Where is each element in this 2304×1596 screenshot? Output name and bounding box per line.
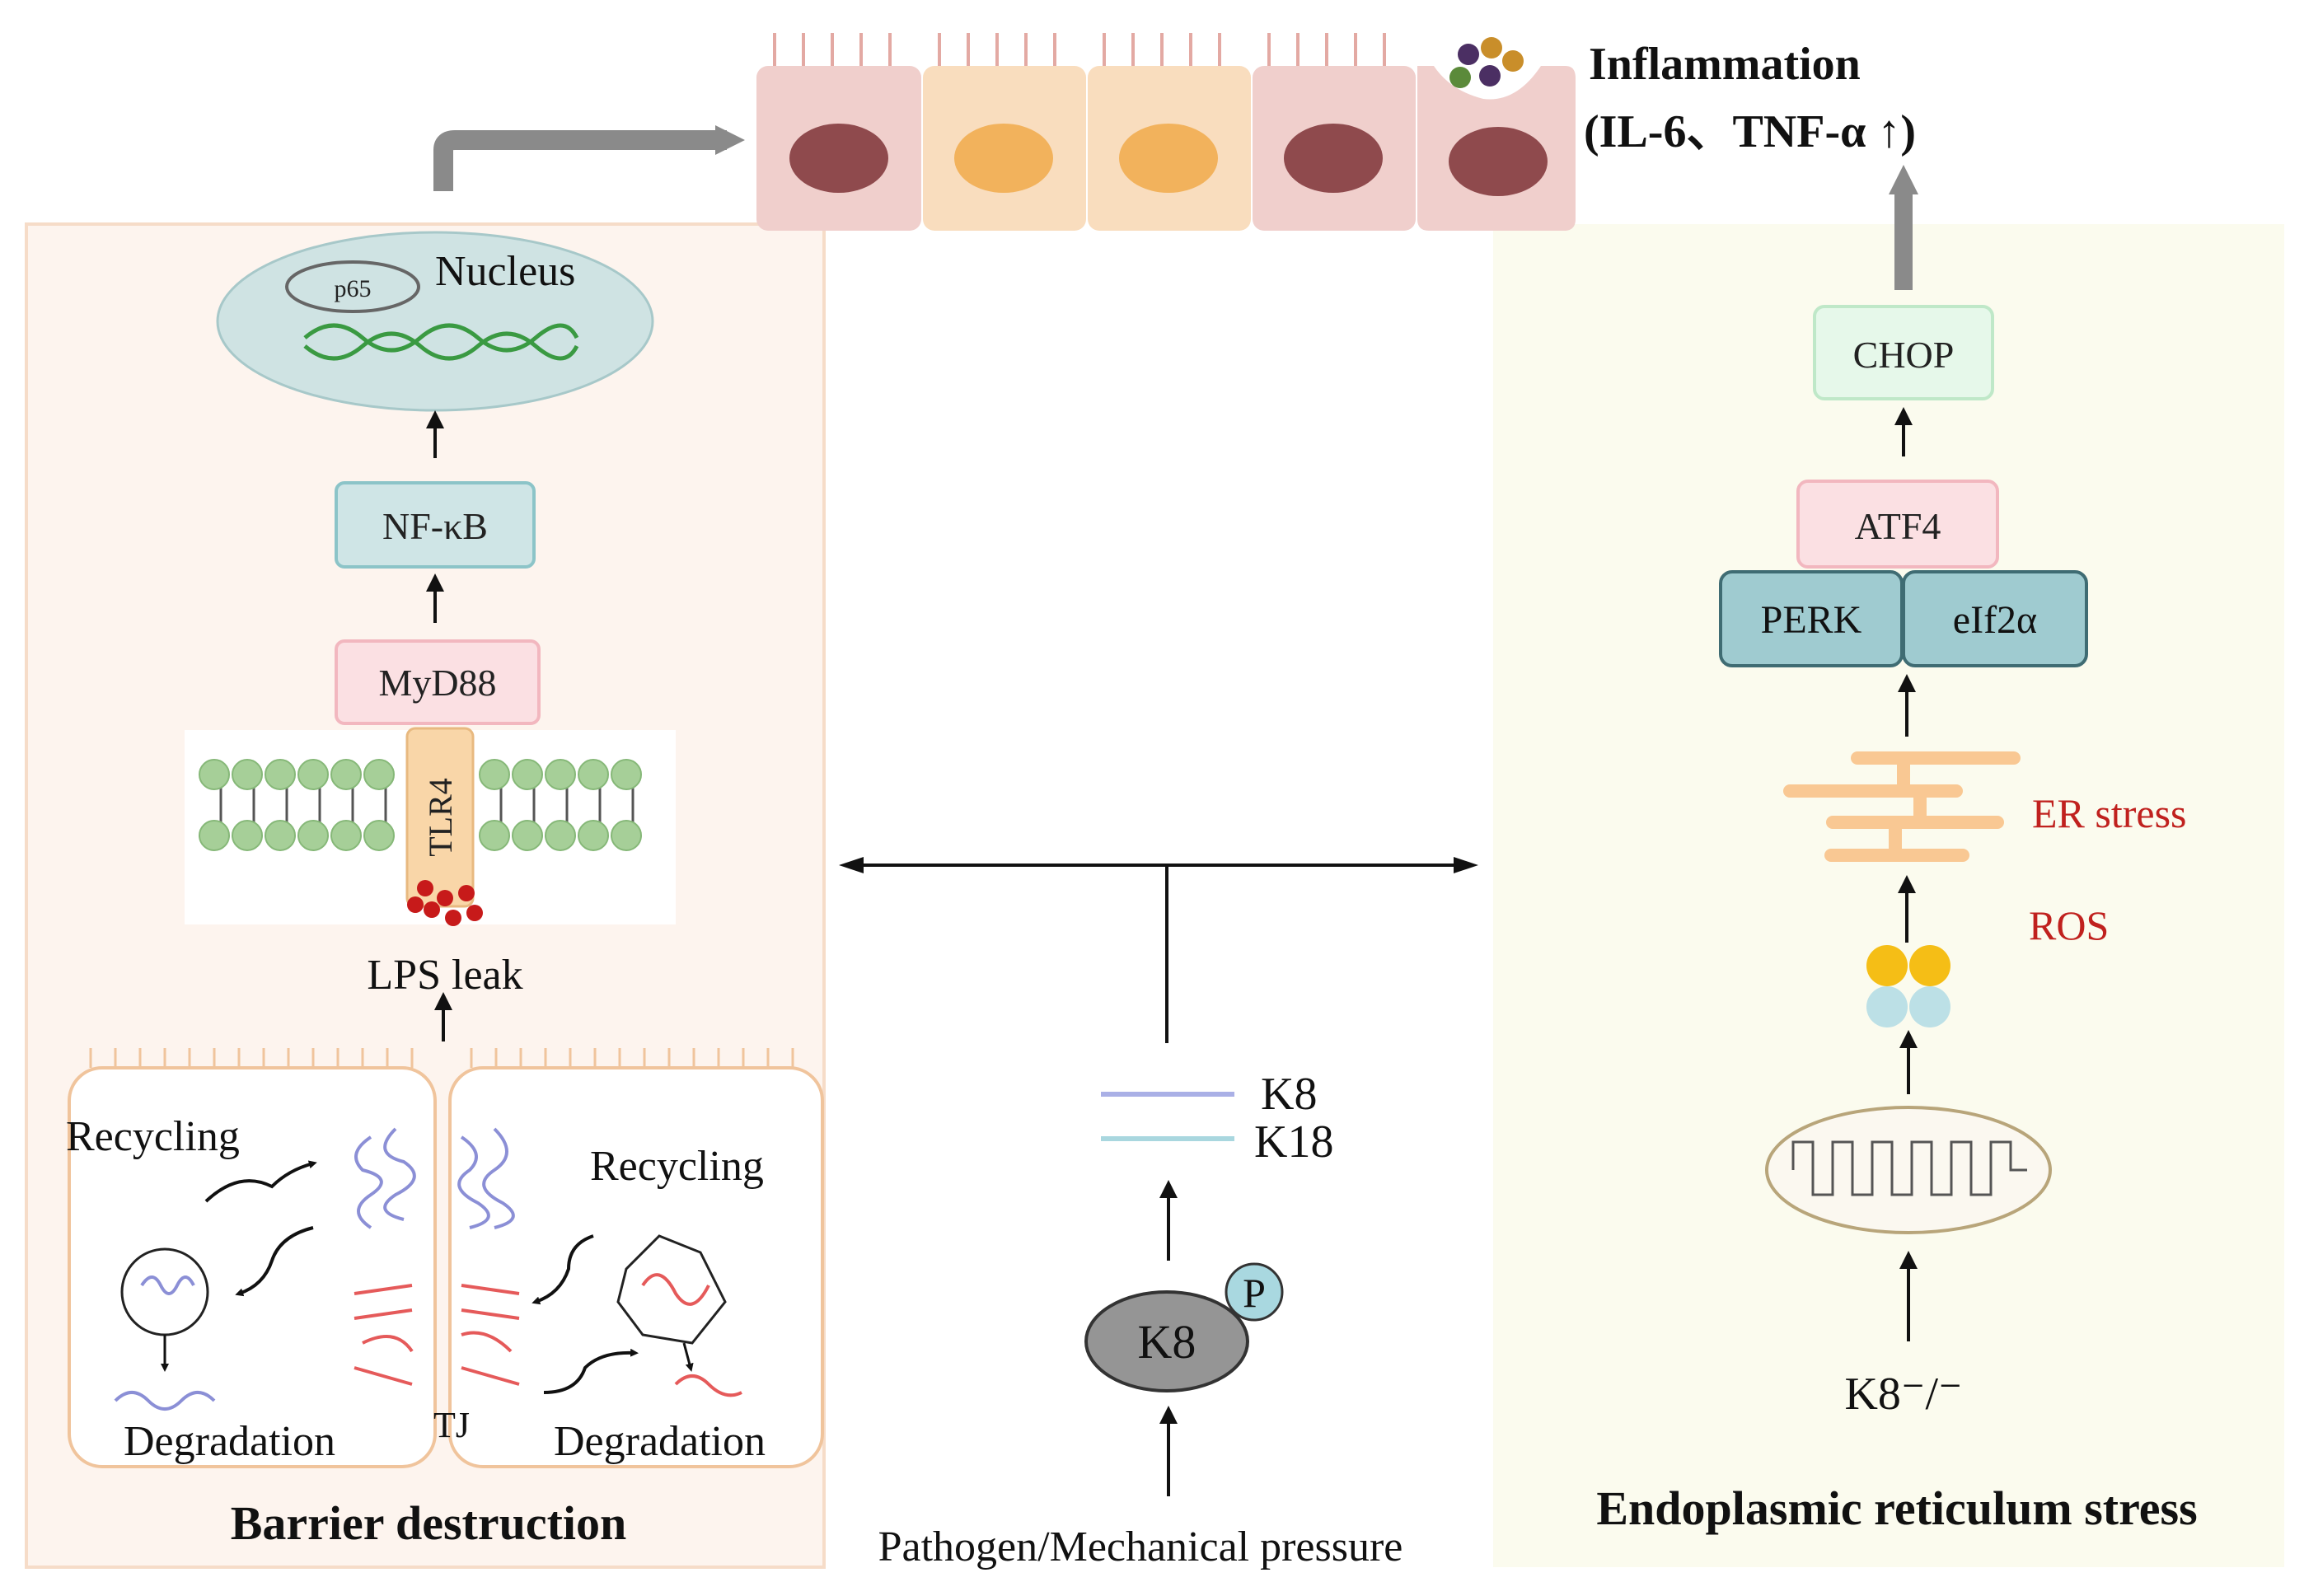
nucleus-label: Nucleus xyxy=(435,248,575,295)
phospho-label: P xyxy=(1243,1270,1266,1316)
epithelial-cells-icon xyxy=(756,33,1576,231)
er-stress-label: ER stress xyxy=(2032,790,2187,836)
perk-label: PERK xyxy=(1761,598,1862,642)
atf4-box xyxy=(1796,480,1999,569)
chop-label: CHOP xyxy=(1853,334,1955,376)
k8-line-label: K8 xyxy=(1261,1069,1317,1120)
inflammation-label: Inflammation xyxy=(1589,39,1861,90)
degradation-left-label: Degradation xyxy=(124,1418,335,1465)
chop-box xyxy=(1813,305,1994,400)
tj-label: TJ xyxy=(433,1405,470,1445)
barrier-destruction-label: Barrier destruction xyxy=(231,1496,627,1550)
dna-helix-icon xyxy=(303,323,579,361)
pathogen-label: Pathogen/Mechanical pressure xyxy=(878,1523,1403,1570)
er-panel xyxy=(1493,224,2284,1567)
degradation-right-label: Degradation xyxy=(554,1418,766,1465)
er-stress-panel-label: Endoplasmic reticulum stress xyxy=(1596,1481,2197,1535)
ros-dots-icon xyxy=(1866,945,1950,1027)
eif2a-box xyxy=(1902,570,2088,667)
nfkb-box xyxy=(335,481,536,569)
k8-node-label: K8 xyxy=(1138,1315,1196,1369)
k18-line-label: K18 xyxy=(1254,1116,1333,1168)
p65-oval xyxy=(285,260,420,313)
eif2a-label: eIf2α xyxy=(1953,598,2037,642)
lps-dots-icon xyxy=(407,880,483,926)
nfkb-label: NF-κB xyxy=(382,505,488,547)
recycling-right-label: Recycling xyxy=(590,1143,764,1190)
er-membrane-icon xyxy=(1783,751,2021,862)
cytokine-dots-icon xyxy=(1449,37,1524,88)
phospho-circle xyxy=(1225,1262,1284,1322)
myd88-label: MyD88 xyxy=(378,662,496,704)
tj-cells xyxy=(68,1048,824,1468)
recycling-left-label: Recycling xyxy=(66,1113,240,1160)
gray-arrow-to-cells xyxy=(433,125,745,191)
ros-label: ROS xyxy=(2029,902,2109,948)
tlr4-receptor xyxy=(405,727,475,908)
k8-knockout-label: K8⁻/⁻ xyxy=(1844,1369,1962,1420)
cytokines-label: (IL-6、TNF-α ↑) xyxy=(1584,106,1916,157)
tlr4-label: TLR4 xyxy=(422,778,459,857)
mitochondria-icon xyxy=(1765,1106,2052,1234)
myd88-box xyxy=(335,639,541,725)
lipid-bilayer-icon xyxy=(199,759,642,851)
p65-label: p65 xyxy=(335,275,372,302)
lps-leak-label: LPS leak xyxy=(367,952,522,999)
atf4-label: ATF4 xyxy=(1855,505,1941,547)
k8-node xyxy=(1084,1290,1249,1392)
